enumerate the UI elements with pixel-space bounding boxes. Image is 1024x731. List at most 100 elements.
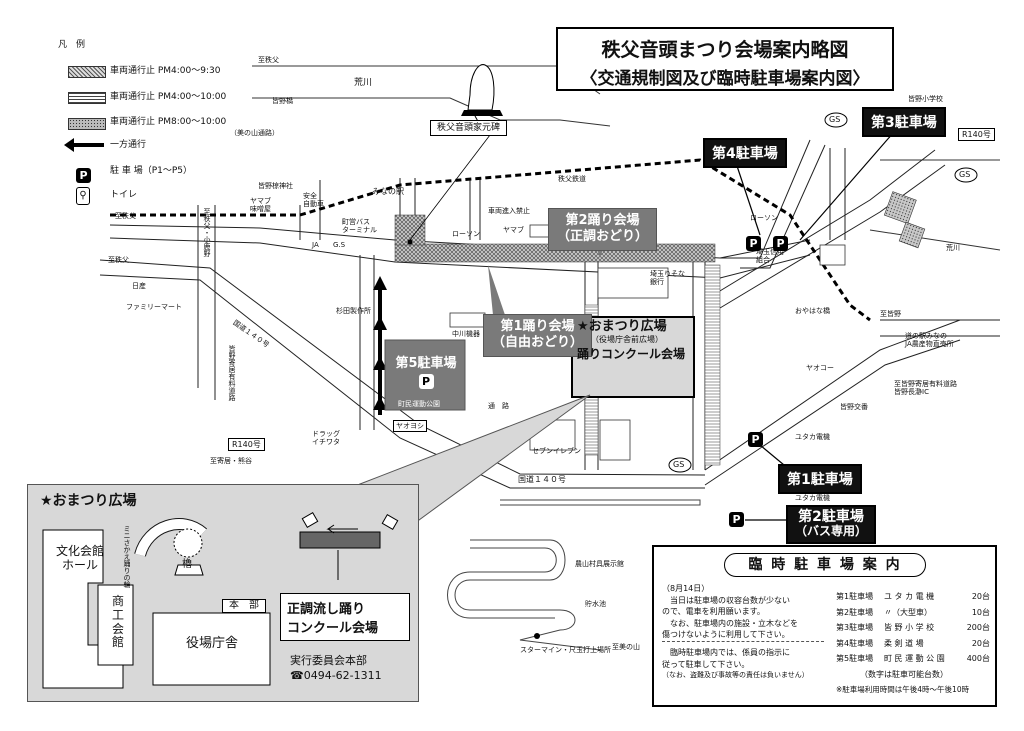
row-count: 10台 xyxy=(971,607,990,617)
venue-matsuri: ★おまつり広場 （役場庁舎前広場） 踊りコンクール会場 xyxy=(577,319,692,362)
venue-odori2-sub: （正調おどり） xyxy=(557,229,649,245)
closed-road-segment xyxy=(704,264,721,466)
parking-label-p5: 第5駐車場 P xyxy=(393,352,459,389)
label-nissan: 日産 xyxy=(132,282,146,290)
inset-bunka: 文化会館 ホール xyxy=(56,544,105,572)
label-chichibu-tetsudo: 秩父鉄道 xyxy=(558,175,586,183)
label-machi-undo: 町民運動公園 xyxy=(398,400,440,408)
notice-date: （8月14日） xyxy=(662,584,710,593)
label-lawson2: ローソン xyxy=(750,214,778,222)
parking-p2-sub: （バス専用） xyxy=(795,524,868,539)
label-museum: 農山村具展示館 xyxy=(575,560,624,568)
label-to-chichibu-left: 至秩父 xyxy=(115,212,136,220)
label-minano-yuryo: 皆野寄居有料道路 xyxy=(228,345,237,401)
legend-heading: 凡 例 xyxy=(58,40,86,50)
label-minano-eki: みなの駅 xyxy=(372,187,404,196)
label-gs3: GS xyxy=(959,170,971,179)
monument-icon xyxy=(461,64,503,126)
label-minano-kosaten: 皆野交番 xyxy=(840,403,868,411)
venue-matsuri-sub: （役場庁舎前広場） xyxy=(591,334,663,344)
label-drug-store: ドラッグ イチワタ xyxy=(312,430,340,447)
label-minano-bashi: 皆野橋 xyxy=(272,97,293,105)
parking-label-p1: 第1駐車場 xyxy=(778,464,862,494)
mino-yama-road xyxy=(454,499,701,651)
label-kokudo140b: 国道１４０号 xyxy=(518,475,566,484)
venue-odori2-name: 第2踊り会場 xyxy=(565,213,640,228)
label-seven-eleven: セブンイレブン xyxy=(532,447,581,455)
row-lot: 第1駐車場 xyxy=(836,592,874,601)
one-way-arrow xyxy=(373,276,387,415)
row-lot: 第2駐車場 xyxy=(836,607,874,617)
parking-p4-icon: P xyxy=(746,236,761,251)
venue-matsuri-contest: 踊りコンクール会場 xyxy=(577,347,686,362)
parking-p5-name: 第5駐車場 xyxy=(395,356,457,371)
parking-label-p4: 第4駐車場 xyxy=(703,138,787,168)
river-arakawa-right xyxy=(869,159,1001,251)
label-to-yorii-ic: 至皆野寄居有料道路 皆野長瀞IC xyxy=(894,380,957,397)
inset-contest-line1: 正調流し踊り xyxy=(287,602,366,617)
legend-swatch-dots xyxy=(68,118,106,130)
legend-arrowhead-icon xyxy=(64,138,74,152)
label-to-chichibu-kosaka: 至秩父・小鹿野 xyxy=(203,208,212,257)
venue-odori1: 第1踊り会場 （自由おどり） xyxy=(483,314,593,357)
label-to-minanoji: 至皆野 xyxy=(880,310,901,318)
legend-swatch-stripe xyxy=(68,92,106,104)
label-r140-left: R140号 xyxy=(228,438,265,452)
label-starmine: スターマイン・尺玉打上場所 xyxy=(520,646,611,654)
row-lot: 第3駐車場 xyxy=(836,623,874,633)
parking-p1-icon: P xyxy=(748,432,763,447)
label-anzen: 安全 自動車 xyxy=(303,192,324,209)
map-title: 秩父音頭まつり会場案内略図 xyxy=(601,39,849,61)
map-subtitle: 〈交通規制図及び臨時駐車場案内図〉 xyxy=(580,69,870,89)
parking-p5-icon: P xyxy=(418,374,434,389)
inset-title: ★おまつり広場 xyxy=(40,493,137,509)
row-place: ユ タ カ 電 機 xyxy=(884,592,935,601)
label-minano-sho: 皆野小学校 xyxy=(908,95,943,103)
railway xyxy=(110,158,871,322)
map-title-box: 秩父音頭まつり会場案内略図 〈交通規制図及び臨時駐車場案内図〉 xyxy=(556,27,894,91)
legend-item-closed-800: 車両通行止 PM8:00〜10:00 xyxy=(110,117,227,127)
inset-contest-line2: コンクール会場 xyxy=(287,621,379,636)
notice-line2: ので、電車を利用願います。 xyxy=(662,607,765,617)
label-arakawa: 荒川 xyxy=(354,78,373,88)
notice-note1: （数字は駐車可能台数） xyxy=(860,669,948,679)
venue-odori1-sub: （自由おどり） xyxy=(492,335,584,351)
label-gs2: GS xyxy=(829,115,841,124)
legend-swatch-crosshatch xyxy=(68,66,106,78)
label-ja: JA xyxy=(312,241,319,249)
label-yutaka2: ユタカ電機 xyxy=(795,494,830,502)
label-to-chichibu-top: 至秩父 xyxy=(258,56,279,64)
notice-line6: 従って駐車して下さい。 xyxy=(662,659,750,669)
venue-matsuri-name: ★おまつり広場 xyxy=(577,319,667,334)
row-place: 皆 野 小 学 校 xyxy=(884,623,935,633)
legend-item-closed-1000: 車両通行止 PM4:00〜10:00 xyxy=(110,92,227,102)
label-lawson1: ローソン xyxy=(452,230,480,238)
label-oyahana: おやはな橋 xyxy=(795,307,830,315)
label-yaoyoshi: ヤオヨシ xyxy=(393,420,427,433)
notice-table: 第1駐車場 ユ タ カ 電 機 20台 第2駐車場〃（大型車） 10台 第3駐車場皆 … xyxy=(836,589,990,697)
label-to-minosan: 至美の山 xyxy=(612,643,640,651)
callout-lines xyxy=(734,124,901,521)
row-lot: 第5駐車場 xyxy=(836,654,874,664)
label-tsuro: 通 路 xyxy=(488,402,509,410)
inset-stage: 櫓 xyxy=(182,559,192,570)
parking-label-p3: 第3駐車場 xyxy=(862,107,946,137)
notice-title: 臨 時 駐 車 場 案 内 xyxy=(724,553,926,577)
row-count: 200台 xyxy=(966,623,990,633)
parking-notice: 臨 時 駐 車 場 案 内 （8月14日） 当日は駐車場の収容台数が少ない ので… xyxy=(652,545,997,707)
legend-item-toilet: トイレ xyxy=(110,190,138,200)
row-place: 柔 剣 道 場 xyxy=(884,638,924,648)
notice-row: 第3駐車場皆 野 小 学 校 200台 xyxy=(836,620,990,636)
label-yamabu: ヤマブ xyxy=(503,226,524,234)
venue-odori1-name: 第1踊り会場 xyxy=(500,319,575,334)
row-place: 〃（大型車） xyxy=(884,607,932,617)
row-count: 20台 xyxy=(971,592,990,601)
inset-yakuba: 役場庁舎 xyxy=(186,636,239,651)
parking-label-p2: 第2駐車場 （バス専用） xyxy=(786,505,877,544)
inset-matsuri-square: ★おまつり広場 文化会館 ホール 商 工 会 館 ミニさかえ踊りの輪 櫓 本 部… xyxy=(27,484,419,702)
venue-odori2: 第2踊り会場 （正調おどり） xyxy=(548,208,658,251)
label-r140-right: R140号 xyxy=(958,128,995,142)
